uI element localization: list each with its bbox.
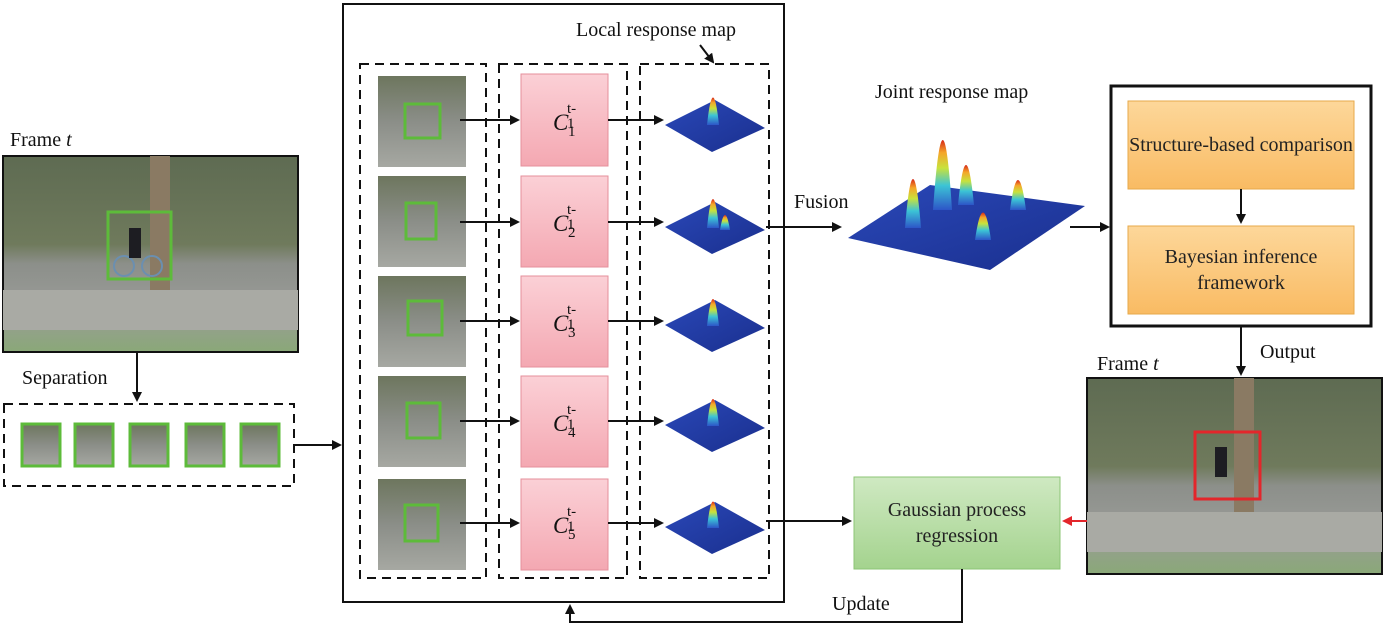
output-frame-label: Frame t <box>1097 353 1159 375</box>
bayesian-box <box>1127 225 1355 315</box>
classifier-boxes <box>520 73 609 571</box>
local-response-map-label: Local response map <box>576 19 736 41</box>
separated-patches <box>20 422 281 468</box>
separation-label: Separation <box>22 367 108 389</box>
update-loop <box>565 569 963 623</box>
gaussian-text: Gaussian process regression <box>887 499 1027 547</box>
input-frame-label: Frame t <box>10 129 72 151</box>
bayesian-text: Bayesian inference framework <box>1164 246 1318 294</box>
structure-comparison-box <box>1127 100 1355 190</box>
joint-response-map-label: Joint response map <box>875 81 1029 103</box>
update-label: Update <box>832 593 890 615</box>
classifier-container <box>342 3 785 603</box>
row-arrows <box>460 115 664 528</box>
fusion-label: Fusion <box>794 191 849 213</box>
input-frame-image <box>2 155 299 353</box>
output-label: Output <box>1260 341 1316 363</box>
joint-response-map <box>848 140 1085 270</box>
structure-comparison-text: Structure-based comparison <box>1129 134 1353 156</box>
patch-thumbnails <box>378 76 466 570</box>
local-response-maps <box>665 97 765 554</box>
output-frame-image <box>1086 377 1383 575</box>
gaussian-box <box>853 476 1061 570</box>
